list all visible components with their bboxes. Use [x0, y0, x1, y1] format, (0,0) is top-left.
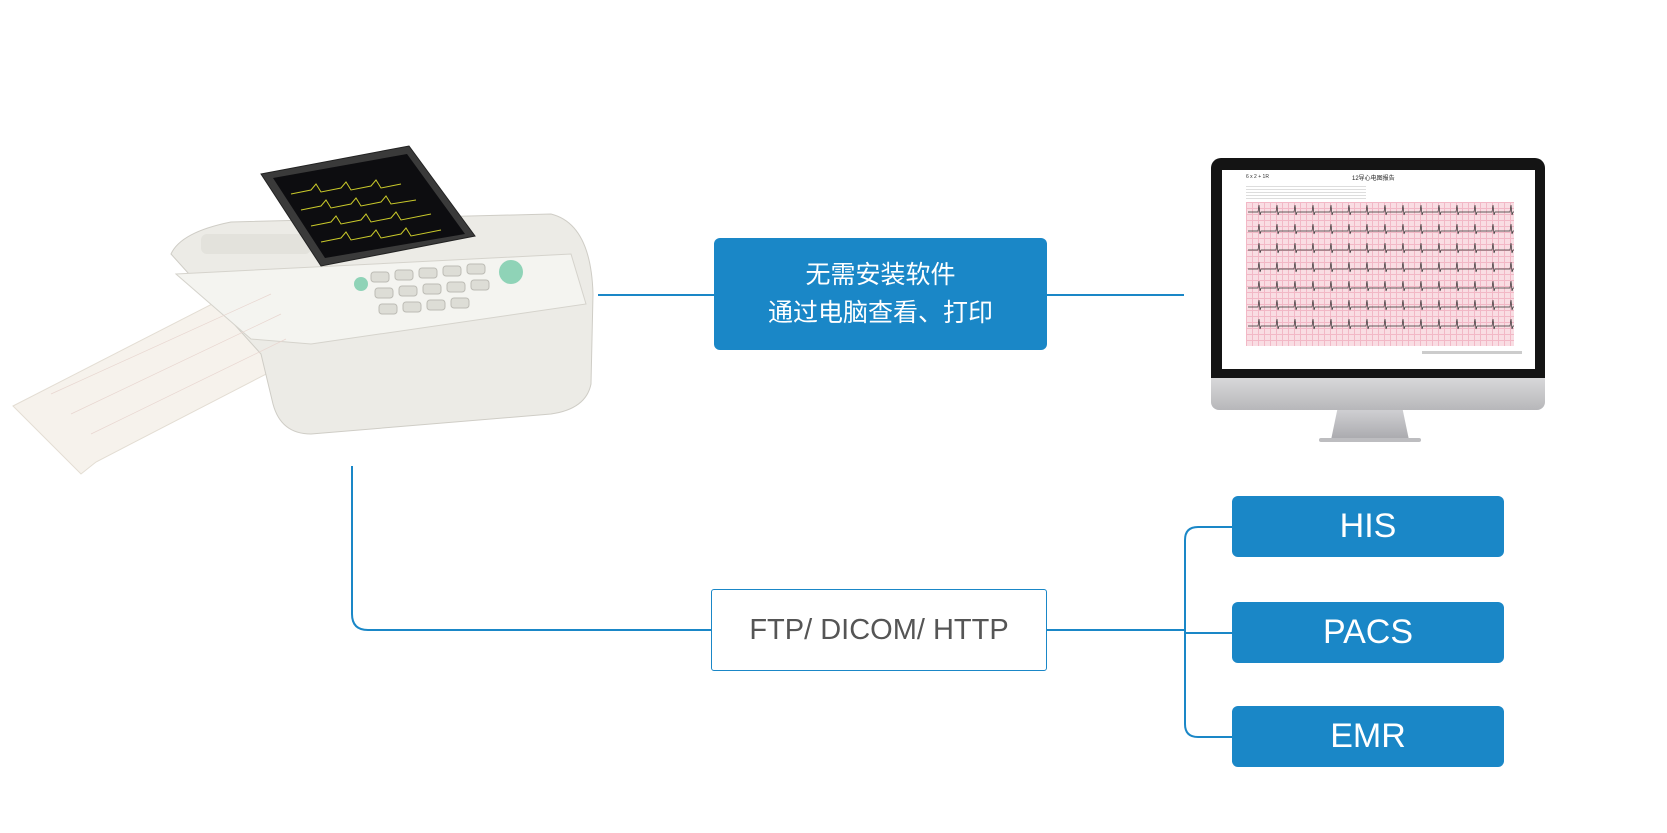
connector-device-to-protocol [351, 466, 712, 631]
ecg-traces [1248, 204, 1514, 330]
protocol-box: FTP/ DICOM/ HTTP [711, 589, 1047, 671]
no-install-info-box: 无需安装软件 通过电脑查看、打印 [714, 238, 1047, 350]
pacs-box: PACS [1232, 602, 1504, 663]
his-box: HIS [1232, 496, 1504, 557]
ecg-lead-trace [1248, 318, 1514, 330]
pacs-label: PACS [1322, 613, 1414, 651]
ecg-lead-trace [1248, 280, 1514, 292]
emr-box: EMR [1232, 706, 1504, 767]
connector-center-to-monitor [1047, 294, 1184, 296]
protocol-label: FTP/ DICOM/ HTTP [749, 613, 1009, 646]
computer-monitor: 6 x 2 + 1R 12导心电图报告 [1211, 158, 1545, 450]
ecg-lead-trace [1248, 299, 1514, 311]
center-box-line2: 通过电脑查看、打印 [767, 298, 993, 327]
ecg-machine-image [12, 145, 594, 475]
connector-protocol-to-systems [1047, 629, 1184, 631]
ecg-report-screen: 6 x 2 + 1R 12导心电图报告 [1222, 170, 1535, 369]
report-layout: 6 x 2 + 1R [1246, 174, 1269, 180]
ecg-lead-trace [1248, 223, 1514, 235]
ecg-lead-trace [1248, 204, 1514, 216]
systems-bracket [1184, 526, 1232, 738]
center-box-line1: 无需安装软件 [805, 260, 956, 289]
emr-label: EMR [1330, 717, 1406, 755]
ecg-lead-trace [1248, 261, 1514, 273]
report-title: 12导心电图报告 [1352, 176, 1395, 182]
ecg-lead-trace [1248, 242, 1514, 254]
his-label: HIS [1339, 507, 1397, 545]
connector-device-to-center [598, 294, 714, 296]
